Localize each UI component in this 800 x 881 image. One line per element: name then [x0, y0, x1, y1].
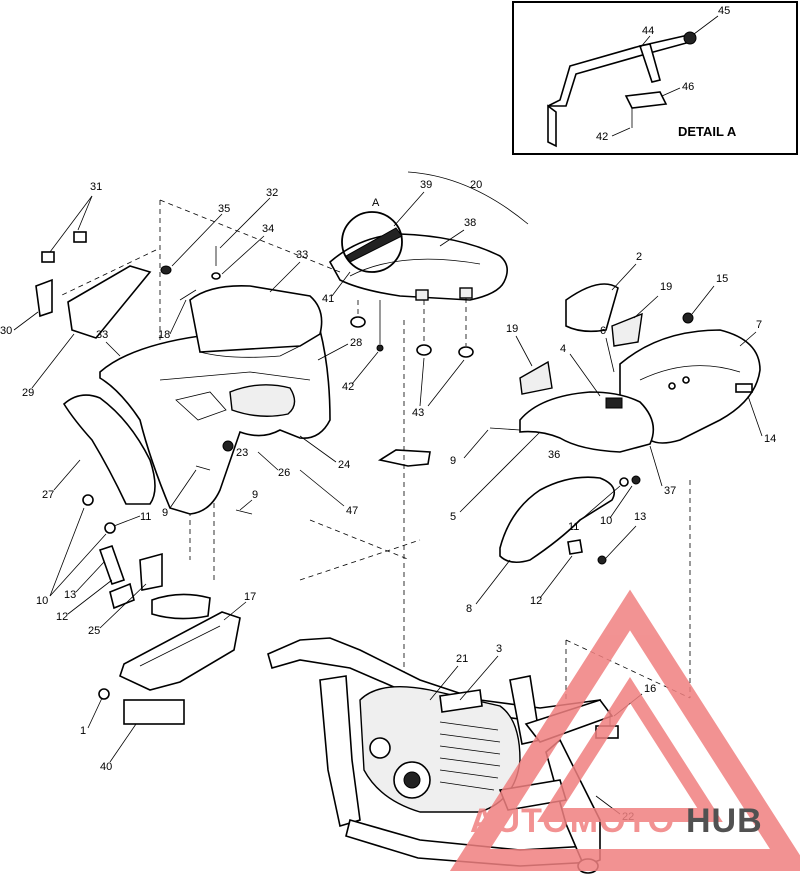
callout-3: 3: [496, 643, 502, 655]
callout-11-right: 11: [568, 521, 579, 533]
callout-46: 46: [682, 81, 694, 93]
callout-25: 25: [88, 625, 100, 637]
watermark-text-hub: HUB: [686, 802, 763, 840]
callout-16: 16: [644, 683, 656, 695]
callout-42: 42: [342, 381, 354, 393]
callout-4: 4: [560, 343, 566, 355]
watermark-text-main: AUTOMOTO: [470, 802, 675, 840]
callout-33-left: 33: [96, 329, 108, 341]
callout-24: 24: [338, 459, 350, 471]
callout-37: 37: [664, 485, 676, 497]
callout-28: 28: [350, 337, 362, 349]
detail-marker-a: A: [372, 197, 380, 209]
callout-47: 47: [346, 505, 358, 517]
detail-a-box: DETAIL A 45 44 46 42: [512, 1, 798, 155]
rear-fender-assembly: [35, 199, 341, 620]
callout-8: 8: [466, 603, 472, 615]
callout-36: 36: [548, 449, 560, 461]
callout-30: 30: [0, 325, 12, 337]
callout-39: 39: [420, 179, 432, 191]
callout-40: 40: [100, 761, 112, 773]
callout-20: 20: [470, 179, 482, 191]
callout-23: 23: [236, 447, 248, 459]
detail-a-title: DETAIL A: [678, 124, 737, 139]
front-fender-assembly: [377, 283, 761, 700]
callout-31: 31: [90, 181, 102, 193]
frame-and-engine: [98, 320, 619, 874]
callout-17: 17: [244, 591, 256, 603]
callout-12-right: 12: [530, 595, 542, 607]
callout-38: 38: [464, 217, 476, 229]
callout-9-right: 9: [450, 455, 456, 467]
callout-42-detail: 42: [596, 131, 608, 143]
callout-9-mid: 9: [252, 489, 258, 501]
callout-15: 15: [716, 273, 728, 285]
callout-13-left: 13: [64, 589, 76, 601]
callout-44: 44: [642, 25, 654, 37]
callout-1: 1: [80, 725, 86, 737]
callout-14: 14: [764, 433, 776, 445]
callout-35: 35: [218, 203, 230, 215]
callout-9-left: 9: [162, 507, 168, 519]
callout-12-left: 12: [56, 611, 68, 623]
callout-41: 41: [322, 293, 334, 305]
callout-19-left: 19: [506, 323, 518, 335]
callout-43: 43: [412, 407, 424, 419]
callout-18: 18: [158, 329, 170, 341]
callout-19-right: 19: [660, 281, 672, 293]
callout-10-right: 10: [600, 515, 612, 527]
callout-27: 27: [42, 489, 54, 501]
callout-13-right: 13: [634, 511, 646, 523]
callout-21: 21: [456, 653, 468, 665]
callout-33-top: 33: [296, 249, 308, 261]
callout-2: 2: [636, 251, 642, 263]
callout-10-left: 10: [36, 595, 48, 607]
callout-29: 29: [22, 387, 34, 399]
callout-34: 34: [262, 223, 274, 235]
callout-5: 5: [450, 511, 456, 523]
automotohub-watermark: AUTOMOTO HUB: [449, 589, 800, 871]
callout-26: 26: [278, 467, 290, 479]
callout-45: 45: [718, 5, 730, 17]
callout-6: 6: [600, 325, 606, 337]
callout-11-left: 11: [140, 511, 151, 523]
callout-32: 32: [266, 187, 278, 199]
callout-7: 7: [756, 319, 762, 331]
seat-assembly: 20 A 39 38 41 42 43: [322, 171, 529, 419]
